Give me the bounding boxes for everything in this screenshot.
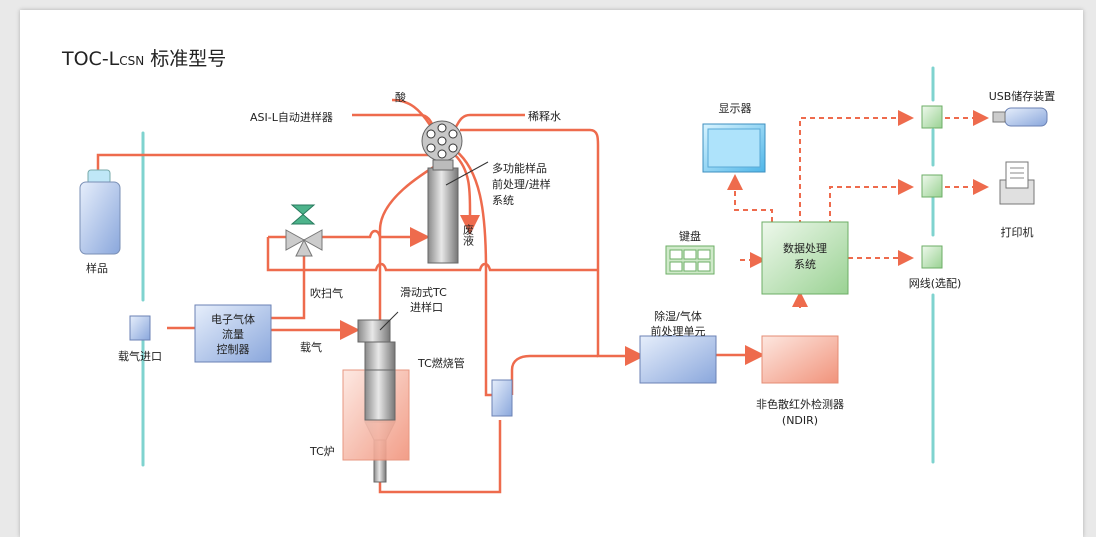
label-network: 网线(选配) xyxy=(909,276,962,290)
label-egc-1: 电子气体 xyxy=(211,312,255,326)
label-tc-furnace: TC炉 xyxy=(309,445,335,458)
label-sample: 样品 xyxy=(86,261,108,275)
label-data-proc-2: 系统 xyxy=(794,258,816,271)
label-acid: 酸 xyxy=(395,90,406,104)
label-dehumid-1: 除湿/气体 xyxy=(654,309,702,323)
label-egc-3: 控制器 xyxy=(217,342,250,356)
label-tc-tube: TC燃烧管 xyxy=(417,356,465,370)
egc-box xyxy=(194,304,272,363)
network-port-block xyxy=(921,245,943,269)
printer-icon xyxy=(999,161,1035,205)
label-egc-2: 流量 xyxy=(222,327,244,341)
label-printer: 打印机 xyxy=(1001,225,1034,239)
label-autosampler: ASI-L自动进样器 xyxy=(250,110,333,124)
label-usb: USB储存装置 xyxy=(989,89,1056,103)
ndir-box xyxy=(761,335,839,384)
diagram-title: TOC-LCSN 标准型号 xyxy=(61,48,226,70)
tc-tube-inside xyxy=(364,369,396,421)
cooler-block xyxy=(491,379,513,417)
dehumidifier-box xyxy=(639,335,717,384)
rails xyxy=(141,66,935,467)
carrier-inlet-block xyxy=(129,315,151,341)
label-dehumid-2: 前处理单元 xyxy=(651,324,706,338)
labels: 酸 ASI-L自动进样器 稀释水 多功能样品 前处理/进样 系统 废液 样品 载… xyxy=(86,89,1055,458)
data-lines xyxy=(727,110,989,308)
label-carrier-gas: 载气 xyxy=(300,340,322,354)
label-carrier-inlet: 载气进口 xyxy=(118,349,162,363)
label-waste: 废液 xyxy=(462,223,475,247)
label-slide-tc-1: 滑动式TC xyxy=(400,286,447,299)
syringe-cylinder xyxy=(427,159,459,264)
sample-bottle-icon xyxy=(79,169,121,255)
keyboard-icon xyxy=(665,245,715,275)
label-data-proc-1: 数据处理 xyxy=(783,241,827,255)
usb-drive-icon xyxy=(992,107,1048,127)
label-purge-gas: 吹扫气 xyxy=(310,286,343,300)
monitor-icon xyxy=(702,123,766,173)
printer-port-block xyxy=(921,174,943,198)
data-processing-box xyxy=(761,221,849,295)
usb-port-block xyxy=(921,105,943,129)
label-keyboard: 键盘 xyxy=(679,229,701,243)
label-slide-tc-2: 进样口 xyxy=(410,300,443,314)
label-display: 显示器 xyxy=(719,102,752,115)
label-ndir-2: (NDIR) xyxy=(782,414,818,427)
label-multi-sample-1: 多功能样品 xyxy=(492,161,547,175)
purge-valve-icon xyxy=(285,204,323,257)
label-multi-sample-3: 系统 xyxy=(492,194,514,207)
label-dilution-water: 稀释水 xyxy=(528,110,561,123)
label-ndir-1: 非色散红外检测器 xyxy=(756,397,844,411)
rotary-valve xyxy=(421,120,463,162)
label-multi-sample-2: 前处理/进样 xyxy=(492,177,551,191)
diagram-card xyxy=(20,10,1083,537)
